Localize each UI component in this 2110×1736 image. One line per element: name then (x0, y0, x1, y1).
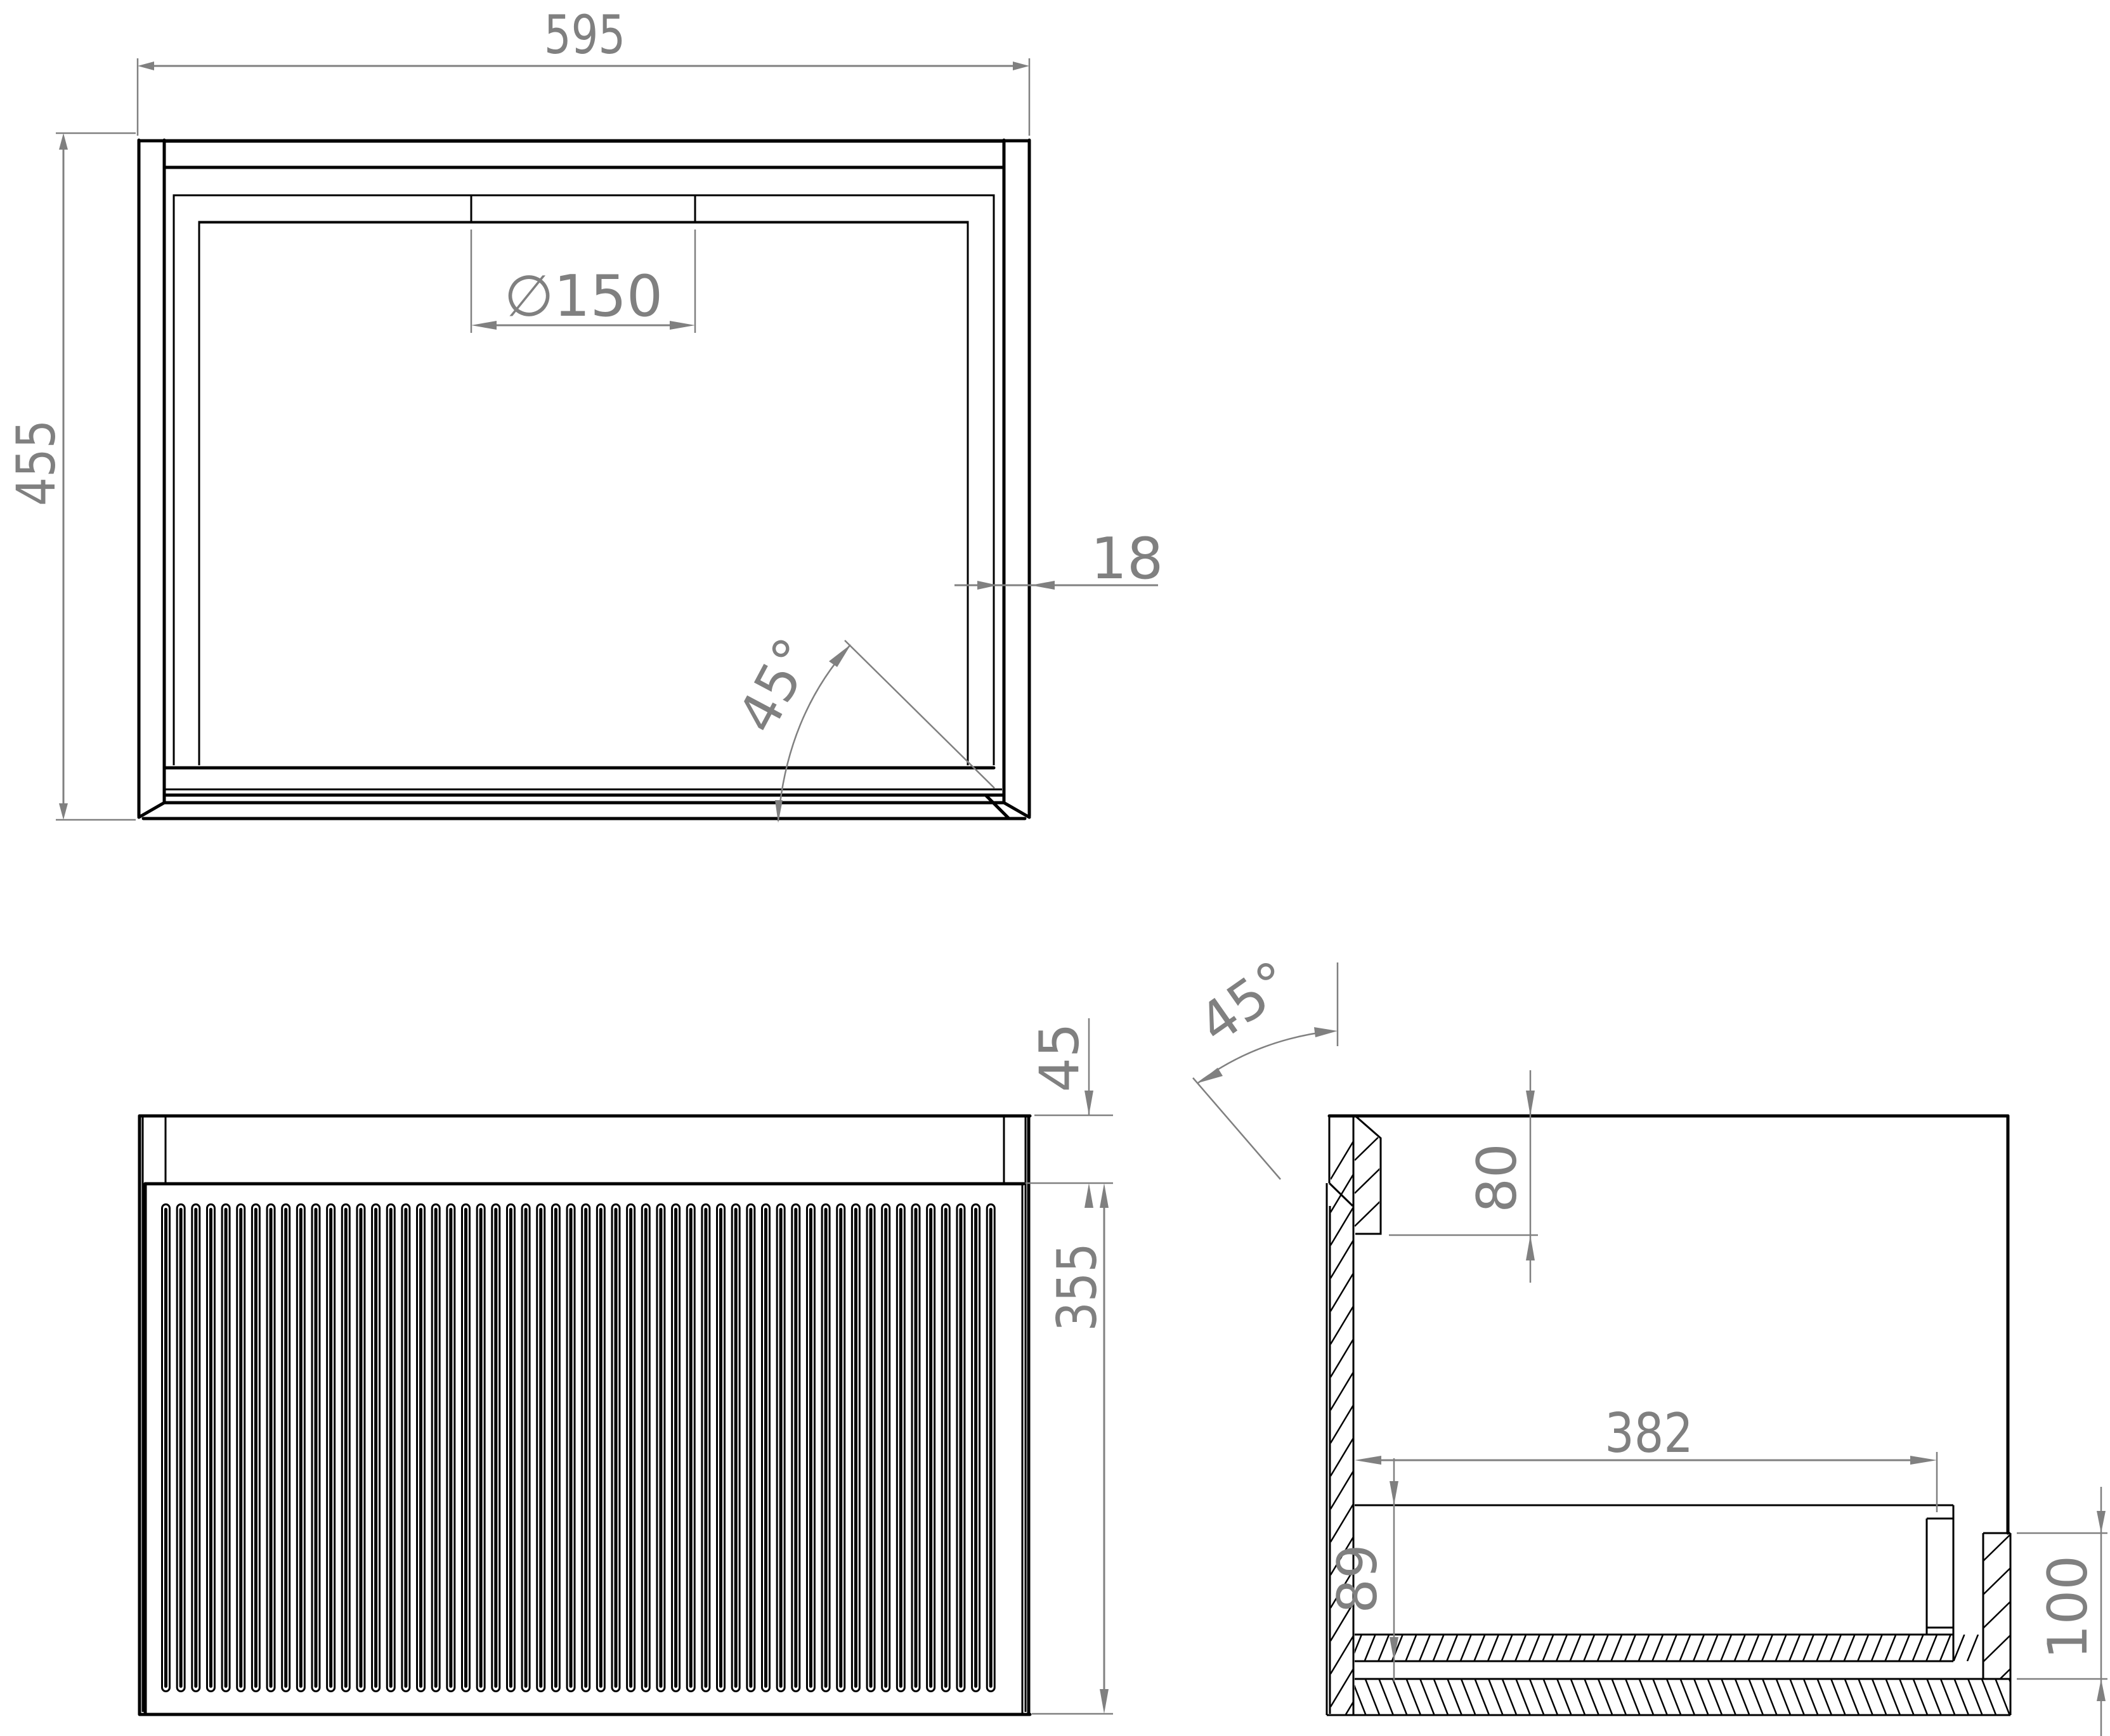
top-rail-dimension-label: 45 (1028, 1023, 1091, 1092)
carcass-outline (1325, 1114, 2012, 1716)
drawer-height-label: 89 (1326, 1544, 1390, 1613)
cutout-dimension-label: ∅150 (504, 263, 663, 330)
depth-dimension-label: 455 (6, 420, 67, 506)
plinth-height-label: 100 (2036, 1555, 2100, 1659)
miter-angle-dimension-section: 45° (1187, 949, 1339, 1180)
rail-height-label: 80 (1466, 1143, 1529, 1212)
depth-dimension: 455 (6, 132, 136, 821)
width-dimension: 595 (136, 4, 1031, 136)
width-dimension-label: 595 (544, 4, 625, 66)
miter-angle-label-top: 45° (726, 628, 827, 744)
drawer-height-dimension: 89 (1326, 1458, 1398, 1681)
top-view: 595 455 (6, 4, 1163, 823)
front-top-rail (138, 1114, 1032, 1716)
fluted-slats (161, 1203, 996, 1692)
rail-height-dimension: 80 (1389, 1070, 1538, 1283)
drawer-depth-label: 382 (1605, 1401, 1693, 1465)
top-rail-dimension: 45 (1026, 1018, 1113, 1208)
plinth-height-dimension: 100 (2017, 1487, 2107, 1736)
front-height-dimension-label: 355 (1045, 1243, 1109, 1331)
panel-thickness-label: 18 (1091, 526, 1164, 592)
section-view: 45° 80 382 89 (1187, 949, 2107, 1736)
cutout-dimension: ∅150 (470, 230, 696, 333)
cabinet-outline-top (137, 138, 1031, 820)
front-view: 45 355 (138, 1018, 1113, 1716)
panel-thickness-dimension: 18 (954, 526, 1163, 592)
front-height-dimension: 355 (1032, 1183, 1113, 1715)
drawer-front (138, 1182, 1032, 1716)
drawer-depth-dimension: 382 (1355, 1401, 1938, 1512)
